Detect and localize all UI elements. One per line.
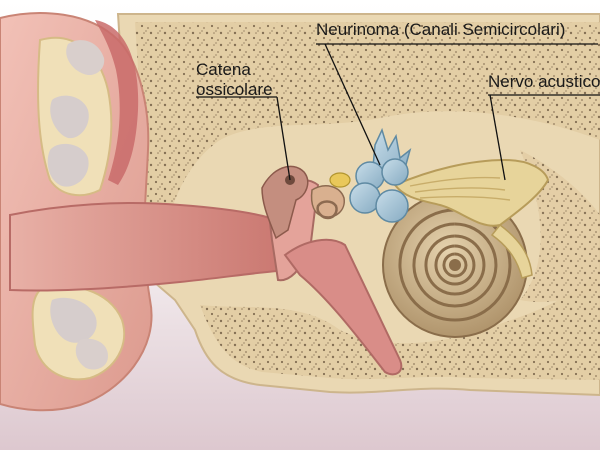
- acoustic-nerve: [393, 158, 550, 227]
- label-catena-line2: ossicolare: [196, 80, 273, 99]
- cartilage-grey-1: [50, 95, 89, 139]
- label-nervo-acustico: Nervo acustico: [488, 72, 600, 91]
- small-yellow-body: [329, 172, 351, 188]
- nerve-branch: [490, 223, 533, 279]
- label-catena-line1: Catena: [196, 60, 251, 79]
- cartilage-grey-5: [75, 338, 108, 370]
- cartilage-grey-4: [50, 297, 97, 343]
- leader-nervo: [489, 94, 506, 181]
- malleus: [261, 165, 309, 240]
- porous-bone: [135, 22, 600, 250]
- porous-bone-lower: [200, 270, 600, 380]
- leader-catena: [276, 96, 291, 181]
- nerve-fibers: [409, 176, 511, 201]
- eustachian-tube: [283, 238, 403, 376]
- stapes: [316, 200, 338, 220]
- label-neurinoma: Neurinoma (Canali Semicircolari): [316, 20, 566, 39]
- cartilage-grey-2: [47, 143, 89, 187]
- label-catena-ossicolare: Catena ossicolare: [196, 60, 273, 100]
- cartilage-grey-3: [66, 40, 105, 76]
- auricle-fold: [95, 20, 139, 185]
- leader-neurinoma: [324, 43, 381, 166]
- neurinoma-mass: [349, 127, 412, 223]
